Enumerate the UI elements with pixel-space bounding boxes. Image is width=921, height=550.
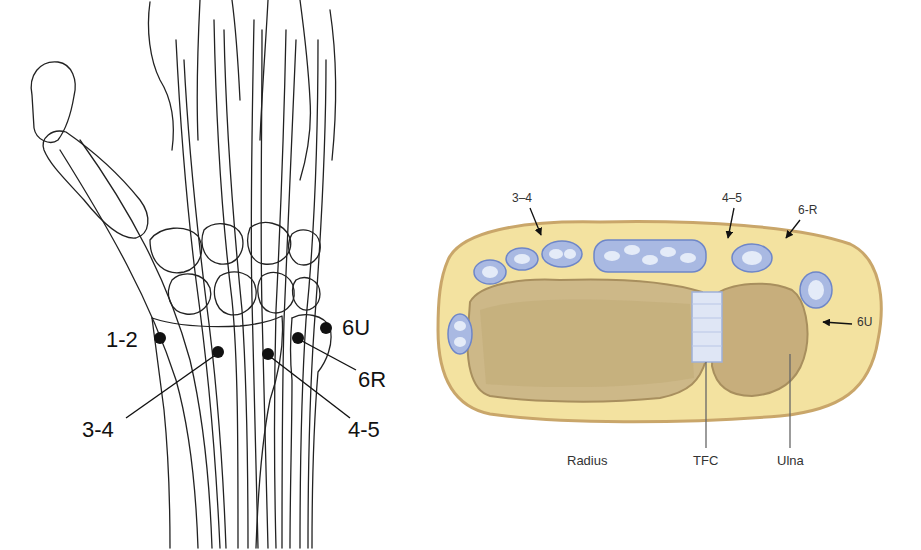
bone-label: Radius <box>567 454 607 468</box>
portal-label: 6U <box>342 316 370 340</box>
portal-label: 6R <box>358 368 386 392</box>
portal-label: 3-4 <box>82 418 114 442</box>
section-label: 6U <box>857 316 872 329</box>
portal-label: 1-2 <box>106 328 138 352</box>
structure-label: TFC <box>693 454 718 468</box>
section-label: 6-R <box>798 204 817 217</box>
section-label: 4–5 <box>722 192 742 205</box>
section-label: 3–4 <box>512 192 532 205</box>
portal-label: 4-5 <box>348 418 380 442</box>
bone-label: Ulna <box>777 454 804 468</box>
